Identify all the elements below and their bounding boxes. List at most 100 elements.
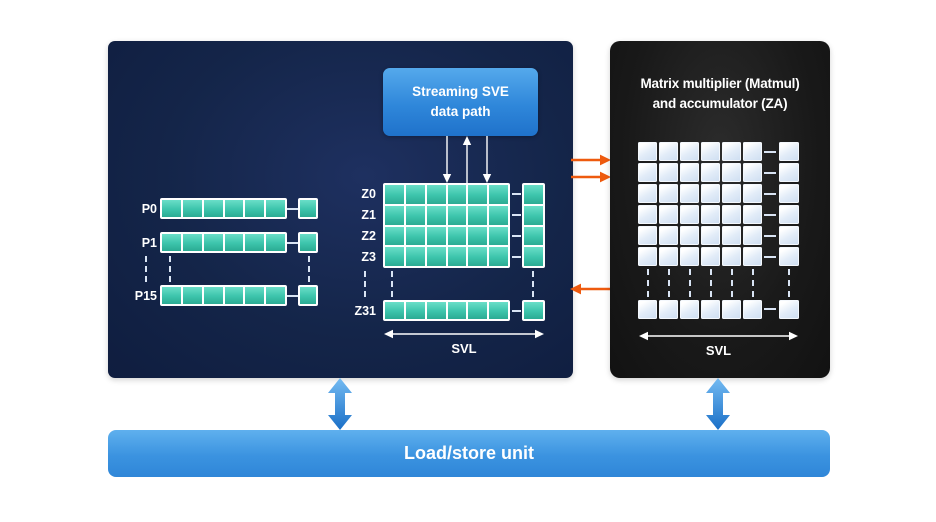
za-tile-cell	[659, 205, 678, 224]
za-tile-cell	[743, 163, 762, 182]
z-register-cell	[468, 226, 488, 246]
dashed-connector	[512, 235, 521, 237]
p-register-cell	[266, 200, 285, 217]
za-tile-cell	[701, 247, 720, 266]
dashed-connector	[532, 271, 534, 297]
za-tile-cell	[701, 300, 720, 319]
z-register-cell	[405, 247, 425, 266]
dashed-connector	[689, 269, 691, 297]
za-tile-cell	[701, 205, 720, 224]
dashed-connector	[647, 269, 649, 297]
dashed-connector	[764, 256, 776, 258]
sve-box-label-line2: data path	[430, 104, 491, 119]
p1-label: P1	[141, 235, 157, 250]
dashed-connector	[764, 172, 776, 174]
z-register-cell	[426, 226, 446, 246]
za-tile-grid	[638, 142, 762, 266]
za-tile-cell	[638, 300, 657, 319]
sve-box-label-line1: Streaming SVE	[412, 83, 509, 99]
p-register-extra-cell	[298, 198, 318, 219]
load-store-unit-bar: Load/store unit	[108, 430, 830, 477]
za-extra-column	[779, 142, 799, 266]
panel-title-line1: Matrix multiplier (Matmul)	[640, 76, 800, 91]
dashed-connector	[391, 271, 393, 297]
p1-cells	[160, 232, 287, 253]
za-tile-cell	[638, 184, 657, 203]
p-register-cell	[203, 287, 223, 304]
z-register-cell	[468, 302, 488, 319]
za-tile-cell	[701, 184, 720, 203]
dashed-connector	[764, 214, 776, 216]
za-tile-cell	[722, 163, 741, 182]
p-register-cell	[266, 287, 285, 304]
matmul-accumulator-panel: Matrix multiplier (Matmul) and accumulat…	[610, 41, 830, 378]
za-tile-cell	[680, 300, 699, 319]
load-store-unit-label: Load/store unit	[404, 443, 534, 463]
p0-register-row: P0	[125, 198, 318, 219]
za-tile-cell	[680, 205, 699, 224]
p-register-cell	[182, 234, 202, 251]
za-tile-cell	[722, 226, 741, 245]
z-register-cell	[489, 247, 508, 266]
za-tile-cell	[779, 163, 799, 182]
za-tile-cell	[659, 184, 678, 203]
p0-cells	[160, 198, 287, 219]
z-register-cell	[468, 185, 488, 204]
za-tile-cell	[659, 163, 678, 182]
z-register-cell	[426, 185, 446, 204]
z-register-cell	[447, 185, 467, 204]
za-tile-cell	[680, 226, 699, 245]
za-tile-cell	[638, 247, 657, 266]
dashed-connector	[764, 193, 776, 195]
z2-label: Z2	[361, 229, 376, 244]
za-tile-cell	[638, 142, 657, 161]
za-tile-cell	[743, 226, 762, 245]
za-tile-cell	[638, 205, 657, 224]
z-register-cell	[385, 226, 404, 246]
za-tile-cell	[659, 247, 678, 266]
z-register-cell	[524, 226, 543, 246]
z-register-cell	[489, 302, 508, 319]
za-tile-cell	[638, 163, 657, 182]
p-register-cell	[224, 234, 244, 251]
dashed-connector	[145, 256, 147, 282]
dashed-connector	[287, 294, 298, 297]
dashed-connector	[512, 193, 521, 195]
dashed-connector	[710, 269, 712, 297]
za-tile-cell	[743, 300, 762, 319]
dashed-connector	[512, 214, 521, 216]
z-register-grid	[383, 183, 510, 268]
data-arrow-right-icon	[571, 171, 611, 183]
data-arrow-left-icon	[570, 283, 610, 295]
za-tile-cell	[722, 300, 741, 319]
p-register-cell	[245, 287, 265, 304]
z-register-cell	[489, 226, 508, 246]
za-tile-cell	[680, 163, 699, 182]
za-tile-cell	[680, 247, 699, 266]
z-register-cell	[426, 302, 446, 319]
p-register-extra-cell	[298, 232, 318, 253]
z-register-cell	[489, 205, 508, 225]
z31-register-row	[383, 300, 510, 321]
dashed-connector	[764, 308, 776, 310]
z-register-cell	[405, 302, 425, 319]
dashed-connector	[512, 310, 521, 312]
z-register-cell	[489, 185, 508, 204]
sve-datapath-arrows-icon	[442, 136, 492, 183]
svl-width-arrow-icon	[639, 331, 798, 341]
p15-register-row: P15	[125, 285, 318, 306]
z-register-cell	[468, 247, 488, 266]
za-tile-cell	[701, 142, 720, 161]
za-tile-cell	[743, 247, 762, 266]
p-register-extra-cell	[298, 285, 318, 306]
p-register-cell	[203, 200, 223, 217]
p-register-cell	[224, 287, 244, 304]
dashed-connector	[731, 269, 733, 297]
p-register-cell	[245, 200, 265, 217]
p-register-cell	[162, 200, 181, 217]
za-tile-cell	[743, 184, 762, 203]
z-register-cell	[426, 205, 446, 225]
za-tile-cell	[722, 184, 741, 203]
z1-label: Z1	[361, 207, 376, 222]
p15-cells	[160, 285, 287, 306]
